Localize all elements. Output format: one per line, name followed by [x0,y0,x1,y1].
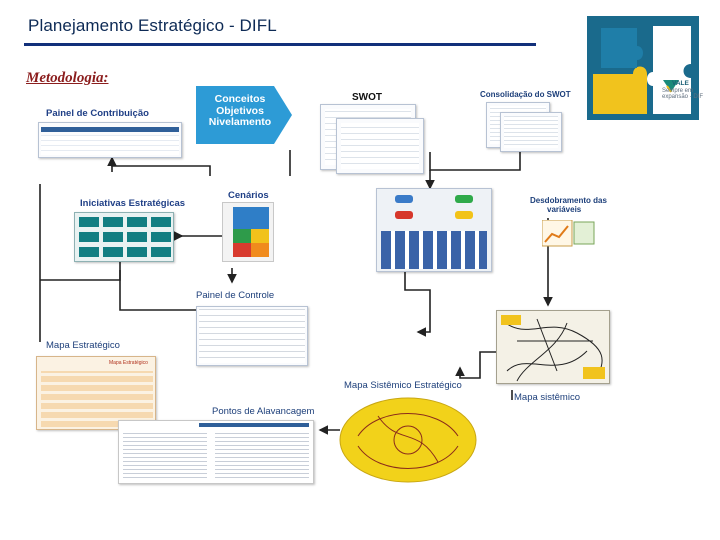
logo-name: VALE [672,80,689,87]
mapa-sistemico-thumbnail [496,310,610,384]
pontos-alavancagem-thumbnail [118,420,314,484]
consolidacao-thumbnail-2 [500,112,562,152]
page-title: Planejamento Estratégico - DIFL [28,16,277,35]
painel-controle-thumbnail [196,306,308,366]
label-swot: SWOT [352,92,382,103]
iniciativas-thumbnail [74,212,174,262]
painel-contribuicao-thumbnail [38,122,182,158]
cenarios-matrix [222,202,274,262]
title-underline [24,43,536,46]
label-desdobramento-1: Desdobramento das [530,196,607,205]
chevron-text: Conceitos Objetivos Nivelamento [208,93,272,128]
label-mapa-sistemico-estrategico: Mapa Sistêmico Estratégico [344,380,462,391]
label-pontos-alavancagem: Pontos de Alavancagem [212,406,315,417]
label-consolidacao-swot: Consolidação do SWOT [480,90,571,99]
label-painel-controle: Painel de Controle [196,290,275,301]
desdobramento-chart-thumbnail [542,220,595,247]
methodology-heading: Metodologia: [26,70,109,86]
swot-thumbnail-2 [336,118,424,174]
puzzle-logo [587,16,699,120]
label-mapa-estrategico: Mapa Estratégico [46,340,120,351]
label-painel-contribuicao: Painel de Contribuição [46,108,149,119]
label-desdobramento-2: variáveis [547,205,582,214]
label-cenarios: Cenários [228,190,269,201]
mapa-sistemico-estrategico-thumbnail [339,397,477,483]
label-iniciativas: Iniciativas Estratégicas [80,198,186,209]
swot-process-thumbnail [376,188,492,272]
label-mapa-sistemico: Mapa sistêmico [514,392,580,403]
mapa-estrategico-thumbnail: Mapa Estratégico [36,356,156,430]
chevron-conceitos [196,86,292,144]
